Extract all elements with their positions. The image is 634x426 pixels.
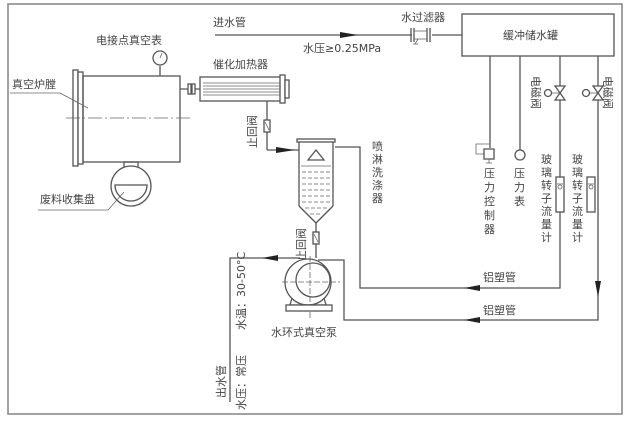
flowmeter-1-label-6: 量 xyxy=(541,218,552,231)
catalytic-heater-label: 催化加热器 xyxy=(213,57,268,71)
flowmeter-1-label-4: 子 xyxy=(541,192,552,205)
flow-arrow-icon xyxy=(464,317,480,323)
flow-arrow-icon xyxy=(340,32,358,38)
spray-scrubber-label-5: 器 xyxy=(372,192,383,205)
flowmeter-2-label-4: 子 xyxy=(572,192,583,205)
furnace-chamber xyxy=(66,50,200,207)
inlet-pipe xyxy=(215,32,462,38)
outlet-pressure-label: 水压：常压 xyxy=(235,355,248,410)
pressure-controller-label-1: 压 xyxy=(484,167,495,180)
flowmeter-2-label-5: 流 xyxy=(572,204,583,218)
vacuum-gauge-label: 电接点真空表 xyxy=(96,33,162,47)
flowmeter-1-label-2: 璃 xyxy=(541,165,552,179)
spray-scrubber-label-3: 洗 xyxy=(372,166,383,179)
water-temp-label: 水温：30-50°C xyxy=(235,252,248,330)
flowmeter-2-label-3: 转 xyxy=(572,178,583,192)
spray-scrubber-label-1: 喷 xyxy=(372,140,383,153)
buffer-tank-label: 缓冲储水罐 xyxy=(503,28,558,42)
vacuum-pump xyxy=(282,256,340,318)
water-filter-icon xyxy=(410,28,431,45)
check-valve-2-label: 止回阀 xyxy=(294,228,308,261)
flowmeter-1-label-3: 转 xyxy=(541,178,552,192)
check-valve-1-label: 止回阀 xyxy=(245,115,259,148)
flow-arrow-icon xyxy=(262,255,278,261)
vacuum-pump-label: 水环式真空泵 xyxy=(271,325,337,339)
spray-scrubber-label-4: 涤 xyxy=(372,178,383,192)
inlet-pressure-label: 水压≥0.25MPa xyxy=(303,42,381,55)
solenoid-valve-1-icon xyxy=(543,85,567,101)
flowmeter-1-label-7: 计 xyxy=(541,231,552,244)
pressure-controller-icon xyxy=(483,148,495,160)
furnace-chamber-label: 真空炉膛 xyxy=(12,77,56,91)
pressure-controller-label-2: 力 xyxy=(484,181,495,194)
water-filter-label: 水过滤器 xyxy=(401,11,445,24)
flowmeter-2-label-2: 璃 xyxy=(572,165,583,179)
flowmeter-1-icon xyxy=(555,176,565,213)
solenoid-valve-2-icon xyxy=(581,85,605,101)
buffer-tank xyxy=(461,13,615,57)
flowmeter-2-label-6: 量 xyxy=(572,218,583,231)
outlet-pipe-label: 出水管 xyxy=(214,365,228,398)
pressure-controller-label-4: 制 xyxy=(484,209,495,222)
waste-tray-icon xyxy=(110,165,152,207)
pressure-gauge-label-2: 力 xyxy=(514,181,525,194)
waste-tray-label: 废料收集盘 xyxy=(40,192,95,206)
flowmeter-2-icon xyxy=(586,176,596,213)
solenoid-valve-1-label: 电磁阀 xyxy=(529,76,543,109)
spray-scrubber-label-2: 淋 xyxy=(372,153,383,166)
pressure-controller-label-5: 器 xyxy=(484,223,495,236)
flow-arrow-icon xyxy=(276,147,295,153)
flowmeter-2-label-1: 玻 xyxy=(572,153,583,166)
flow-arrow-icon xyxy=(464,285,480,291)
pressure-gauge-icon xyxy=(514,149,526,161)
pressure-gauge-label-1: 压 xyxy=(514,167,525,180)
diagram-frame xyxy=(7,3,623,415)
pipe-label-2: 铝塑管 xyxy=(483,303,516,317)
flowmeter-1-label-5: 流 xyxy=(541,204,552,218)
flowmeter-1-label-1: 玻 xyxy=(541,153,552,166)
solenoid-valve-2-label: 电磁阀 xyxy=(601,76,615,109)
pressure-controller-label-3: 控 xyxy=(484,194,495,208)
pipe-label-1: 铝塑管 xyxy=(483,270,516,284)
spray-scrubber xyxy=(296,138,336,224)
flowmeter-2-label-7: 计 xyxy=(572,231,583,244)
inlet-pipe-label: 进水管 xyxy=(213,15,246,29)
catalytic-heater xyxy=(199,74,290,104)
flow-arrow-icon xyxy=(595,281,601,297)
pressure-gauge-label-3: 表 xyxy=(514,194,525,208)
